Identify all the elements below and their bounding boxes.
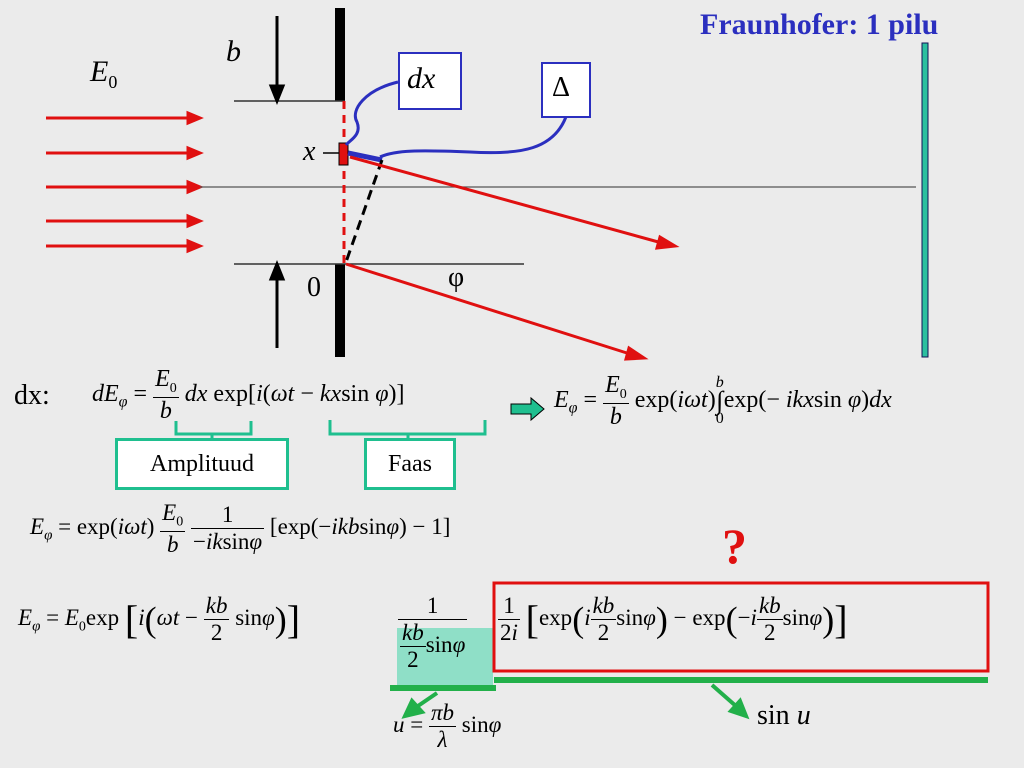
- path-difference-segment: [347, 150, 383, 163]
- sinc-highlight: [397, 628, 493, 688]
- diffracted-rays: [345, 155, 680, 361]
- delta-leader: [379, 113, 569, 159]
- dx-leader: [344, 80, 399, 147]
- slit-wall-top: [335, 8, 345, 101]
- sin-u-label: sin u: [757, 700, 811, 731]
- slit-wall-bottom: [335, 264, 345, 357]
- delta-box: [541, 62, 591, 118]
- green-arrows: [401, 683, 750, 720]
- faas-label: Faas: [388, 451, 432, 477]
- faas-box: Faas: [364, 438, 456, 490]
- angle-label: φ: [448, 262, 465, 293]
- implies-arrow: [510, 396, 545, 422]
- amplitude-label: E0: [90, 55, 118, 92]
- width-arrows: [268, 16, 286, 348]
- origin-label: 0: [307, 272, 321, 303]
- width-label: b: [226, 35, 241, 68]
- question-mark: ?: [722, 518, 747, 574]
- x-label: x: [303, 136, 316, 167]
- amplituud-label: Amplituud: [149, 451, 254, 477]
- amplituud-box: Amplituud: [115, 438, 289, 490]
- incoming-rays: [46, 110, 204, 254]
- sin-u-box: [492, 581, 990, 673]
- dx-box: [398, 52, 462, 110]
- dx-colon-label: dx:: [14, 380, 50, 411]
- perpendicular-line: [344, 159, 384, 263]
- observation-screen: [921, 42, 929, 358]
- slide-title: Fraunhofer: 1 pilu: [700, 8, 939, 41]
- delta-box-label: Δ: [552, 72, 571, 103]
- dx-element: [338, 142, 349, 166]
- dx-box-label: dx: [407, 62, 436, 95]
